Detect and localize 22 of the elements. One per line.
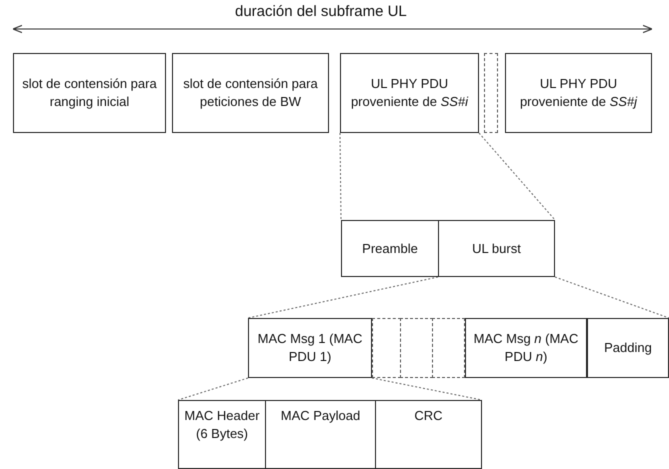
- frame-field: MAC Header (6 Bytes): [178, 400, 266, 469]
- expansion-line: [248, 276, 438, 318]
- expansion-line: [372, 378, 482, 400]
- gap-field: [484, 53, 498, 133]
- frame-field: MAC Msg 1 (MAC PDU 1): [248, 318, 372, 378]
- dimension-label: duración del subframe UL: [235, 3, 407, 20]
- frame-field: UL PHY PDU proveniente de SS#j: [505, 53, 652, 133]
- frame-field: slot de contensión para peticiones de BW: [172, 53, 329, 133]
- gap-field: [372, 318, 401, 378]
- frame-field: MAC Msg n (MAC PDU n): [465, 318, 587, 378]
- gap-field: [400, 318, 433, 378]
- expansion-line: [478, 132, 556, 220]
- frame-field: MAC Payload: [265, 400, 376, 469]
- expansion-line: [340, 132, 342, 220]
- frame-field: UL burst: [438, 220, 555, 277]
- frame-field: Preamble: [341, 220, 439, 277]
- expansion-line: [554, 276, 669, 318]
- frame-field: slot de contensión para ranging inicial: [13, 53, 166, 133]
- frame-field: CRC: [375, 400, 482, 469]
- frame-field: Padding: [587, 318, 669, 378]
- frame-field: UL PHY PDU proveniente de SS#i: [340, 53, 479, 133]
- expansion-line: [178, 378, 248, 400]
